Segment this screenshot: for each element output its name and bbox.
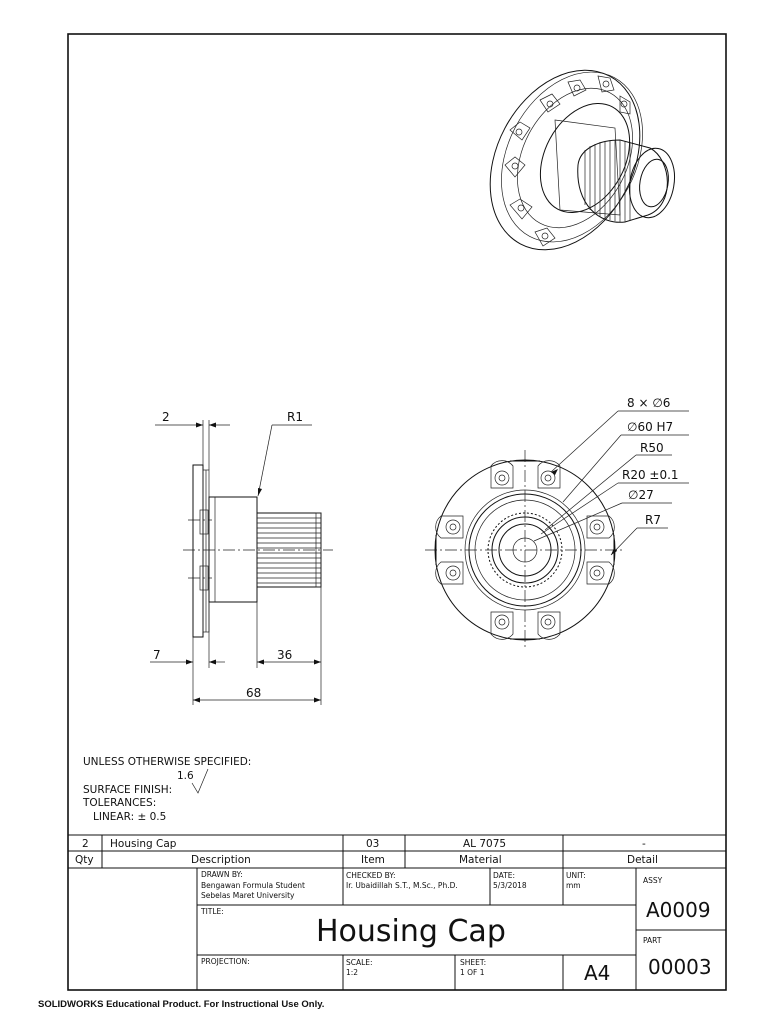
date-label: DATE: bbox=[493, 871, 515, 880]
scale-label: SCALE: bbox=[346, 958, 373, 967]
dim-r7: R7 bbox=[645, 513, 661, 527]
note-surface-finish: SURFACE FINISH: bbox=[83, 784, 172, 796]
note-finish-value: 1.6 bbox=[177, 770, 194, 782]
dim-bore: ∅60 H7 bbox=[627, 420, 673, 434]
assy-label: ASSY bbox=[643, 876, 663, 885]
bom-item: 03 bbox=[366, 838, 379, 850]
drawn-by-line2: Sebelas Maret University bbox=[201, 891, 295, 900]
dim-holes: 8 × ∅6 bbox=[627, 396, 670, 410]
checked-by-value: Ir. Ubaidillah S.T., M.Sc., Ph.D. bbox=[346, 881, 458, 890]
drawing-title: Housing Cap bbox=[316, 914, 506, 949]
bom-header-qty: Qty bbox=[75, 854, 94, 866]
bom-header-detail: Detail bbox=[627, 854, 658, 866]
date-value: 5/3/2018 bbox=[493, 881, 527, 890]
isometric-view bbox=[489, 69, 676, 251]
dim-2: 2 bbox=[162, 410, 170, 424]
part-label: PART bbox=[643, 936, 662, 945]
drawn-by-line1: Bengawan Formula Student bbox=[201, 881, 305, 890]
dim-68: 68 bbox=[246, 686, 261, 700]
bom-qty: 2 bbox=[82, 838, 89, 850]
dim-r1: R1 bbox=[287, 410, 303, 424]
bom-header-material: Material bbox=[459, 854, 502, 866]
front-view bbox=[425, 410, 689, 650]
surface-finish-symbol bbox=[191, 768, 209, 794]
dim-r20: R20 ±0.1 bbox=[622, 468, 679, 482]
part-value: 00003 bbox=[648, 955, 712, 979]
sheet-size: A4 bbox=[584, 961, 610, 985]
unit-value: mm bbox=[566, 881, 581, 890]
unit-label: UNIT: bbox=[566, 871, 586, 880]
dim-7: 7 bbox=[153, 648, 161, 662]
bom-header-description: Description bbox=[191, 854, 251, 866]
educational-footer: SOLIDWORKS Educational Product. For Inst… bbox=[38, 999, 325, 1010]
sheet-border bbox=[67, 33, 727, 991]
title-label: TITLE: bbox=[200, 907, 224, 916]
note-tolerances: TOLERANCES: bbox=[82, 797, 156, 809]
side-view bbox=[150, 420, 333, 705]
bom-header-item: Item bbox=[361, 854, 385, 866]
sheet-label: SHEET: bbox=[460, 958, 486, 967]
projection-label: PROJECTION: bbox=[201, 957, 250, 966]
checked-by-label: CHECKED BY: bbox=[346, 871, 396, 880]
bom-table bbox=[68, 834, 726, 869]
dim-d27: ∅27 bbox=[628, 488, 654, 502]
dim-r50: R50 bbox=[640, 441, 664, 455]
bom-material: AL 7075 bbox=[463, 838, 506, 850]
dim-36: 36 bbox=[277, 648, 292, 662]
bom-description: Housing Cap bbox=[110, 838, 177, 850]
sheet-value: 1 OF 1 bbox=[460, 968, 485, 977]
title-block-grid bbox=[196, 868, 726, 990]
bom-detail: - bbox=[642, 838, 646, 850]
drawn-by-label: DRAWN BY: bbox=[201, 870, 243, 879]
assy-value: A0009 bbox=[646, 898, 711, 922]
scale-value: 1:2 bbox=[346, 968, 358, 977]
note-linear: LINEAR: ± 0.5 bbox=[93, 811, 166, 823]
note-unless: UNLESS OTHERWISE SPECIFIED: bbox=[83, 756, 251, 768]
